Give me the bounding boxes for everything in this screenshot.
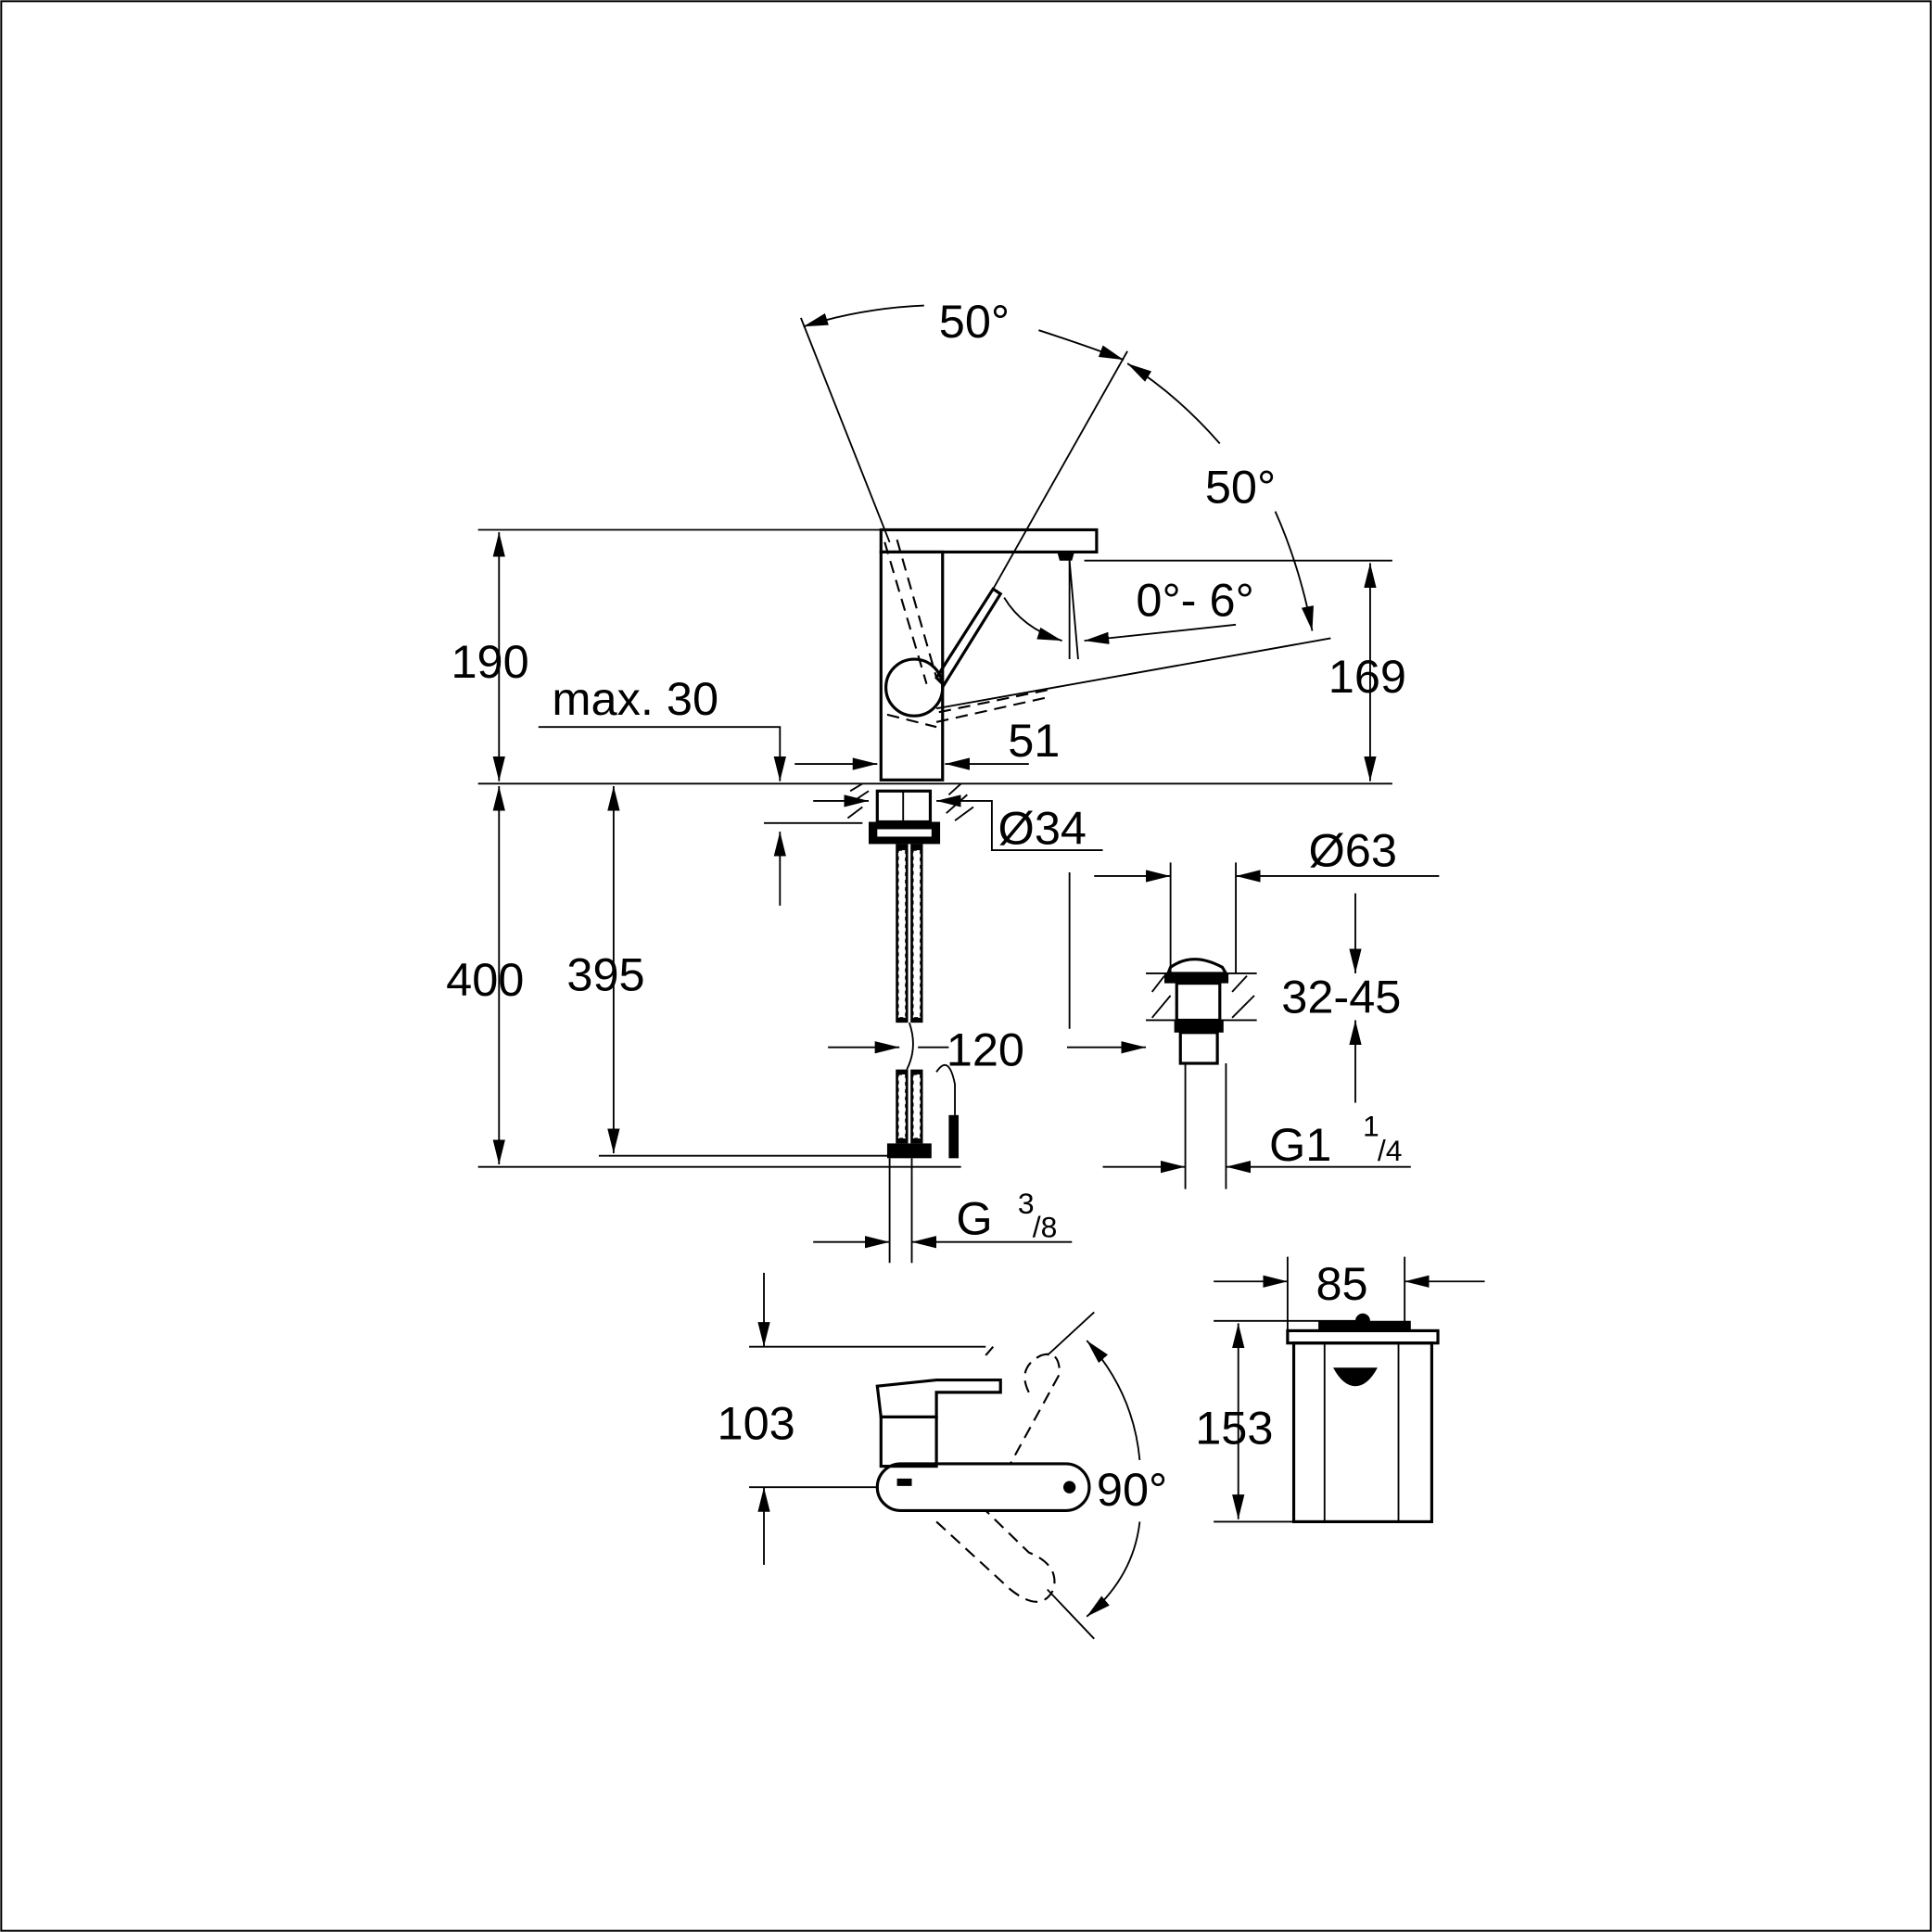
label-hose-thread: G [956, 1192, 992, 1245]
spout-top [879, 527, 1099, 554]
label-lever-angle-right: 50° [1205, 460, 1276, 513]
label-spout-height: 169 [1328, 650, 1406, 703]
faucet-top-view [1214, 1256, 1485, 1524]
label-hose-length: 400 [446, 953, 524, 1006]
label-reach: 153 [1195, 1402, 1273, 1455]
aerator [1057, 552, 1074, 561]
label-waste-thickness: 32-45 [1281, 971, 1401, 1023]
pop-up-waste [1066, 862, 1440, 1189]
label-lever-rotation: 90° [1097, 1463, 1167, 1516]
faucet-side-view [477, 304, 1392, 1264]
label-hose-spacing: 120 [947, 1023, 1024, 1076]
label-lever-offset: 103 [718, 1396, 795, 1449]
lever-rotation-view [749, 1272, 1141, 1640]
label-top-view-width: 85 [1316, 1257, 1367, 1310]
label-lever-angle-left: 50° [939, 295, 1010, 348]
label-body-width: 51 [1008, 714, 1060, 767]
label-hole-diameter: Ø34 [998, 801, 1087, 854]
label-hose-thread-num: 3 [1018, 1187, 1035, 1220]
lever-ghost-left [883, 539, 938, 729]
dimension-labels: 50° 50° 0°- 6° 190 169 max. 30 51 Ø34 Ø6… [446, 295, 1406, 1516]
label-total-height: 190 [451, 635, 528, 688]
lever-pivot [884, 657, 945, 718]
label-hose-thread-den: /8 [1033, 1210, 1058, 1243]
label-waste-thread-den: /4 [1378, 1134, 1403, 1167]
supply-hoses [886, 844, 960, 1264]
lever-handle [934, 587, 1003, 688]
label-waste-diameter: Ø63 [1308, 823, 1396, 876]
label-hose-length-inner: 395 [566, 948, 644, 1001]
label-waste-thread: G1 [1269, 1118, 1331, 1171]
label-waste-thread-num: 1 [1363, 1109, 1379, 1142]
label-spout-tilt: 0°- 6° [1136, 574, 1253, 627]
label-max-deck: max. 30 [552, 672, 718, 725]
